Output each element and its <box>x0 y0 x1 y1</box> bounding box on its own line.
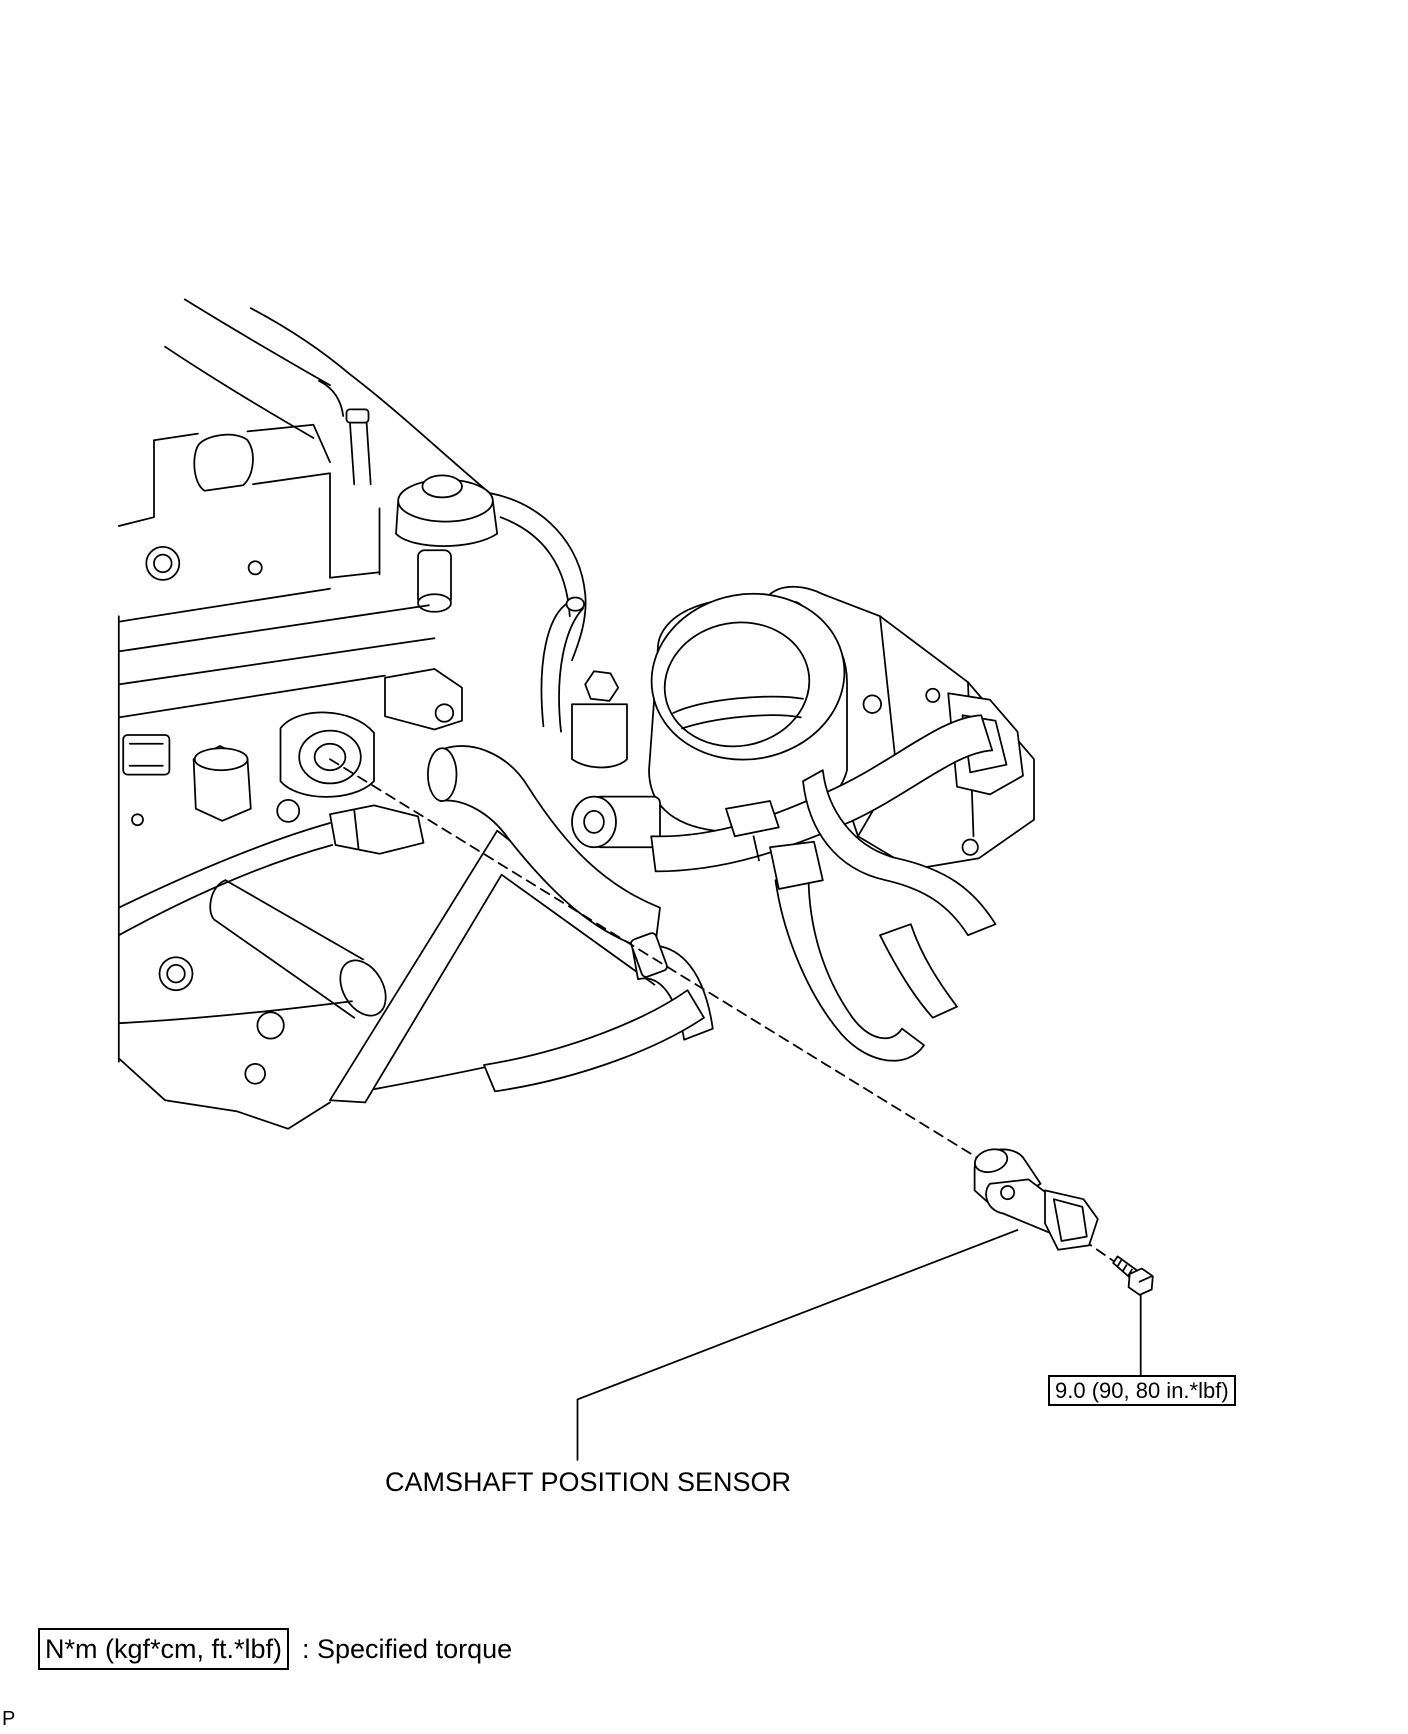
camshaft-position-sensor <box>973 1148 1099 1251</box>
legend-torque-description: : Specified torque <box>302 1634 513 1664</box>
hose-clip <box>725 800 780 838</box>
bolt-torque-label: 9.0 (90, 80 in.*lbf) <box>1048 1375 1236 1406</box>
hoses <box>427 714 997 1093</box>
legend-torque-units: N*m (kgf*cm, ft.*lbf) <box>38 1628 290 1670</box>
part-name-label: CAMSHAFT POSITION SENSOR <box>385 1467 792 1497</box>
sensor-leader-line <box>576 1229 1019 1461</box>
sensor-bolt <box>1112 1255 1154 1296</box>
page-marker: P <box>2 1708 16 1730</box>
sensor-install-axis <box>329 758 978 1159</box>
